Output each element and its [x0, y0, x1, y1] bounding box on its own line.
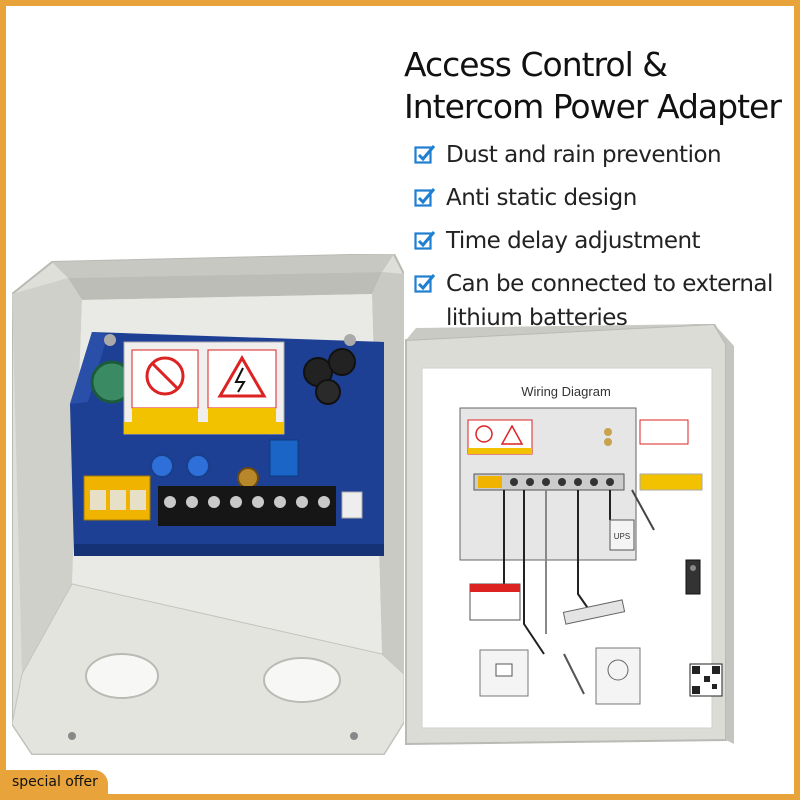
feature-item: Time delay adjustment [414, 224, 794, 258]
title-line-2: Intercom Power Adapter [404, 87, 782, 126]
check-icon [414, 231, 436, 250]
product-headline: Access Control & Intercom Power Adapter … [404, 44, 794, 344]
check-icon [414, 274, 436, 293]
wiring-diagram-lid: Wiring Diagram [404, 322, 794, 754]
special-offer-badge: special offer [6, 770, 108, 794]
diagram-title: Wiring Diagram [521, 384, 611, 399]
check-icon [414, 188, 436, 207]
check-icon [414, 145, 436, 164]
feature-text: Dust and rain prevention [446, 142, 722, 168]
feature-list: Dust and rain prevention Anti static des… [414, 138, 794, 335]
ups-label: UPS [614, 532, 630, 541]
feature-text: Anti static design [446, 185, 637, 211]
feature-item: Anti static design [414, 181, 794, 215]
wiring-diagram-lid-art: Wiring Diagram [405, 322, 734, 746]
title-line-1: Access Control & [404, 45, 668, 84]
feature-text: Time delay adjustment [446, 228, 701, 254]
feature-item: Dust and rain prevention [414, 138, 794, 172]
feature-text-line-1: Can be connected to external [446, 271, 773, 297]
power-supply-enclosure [12, 254, 404, 755]
